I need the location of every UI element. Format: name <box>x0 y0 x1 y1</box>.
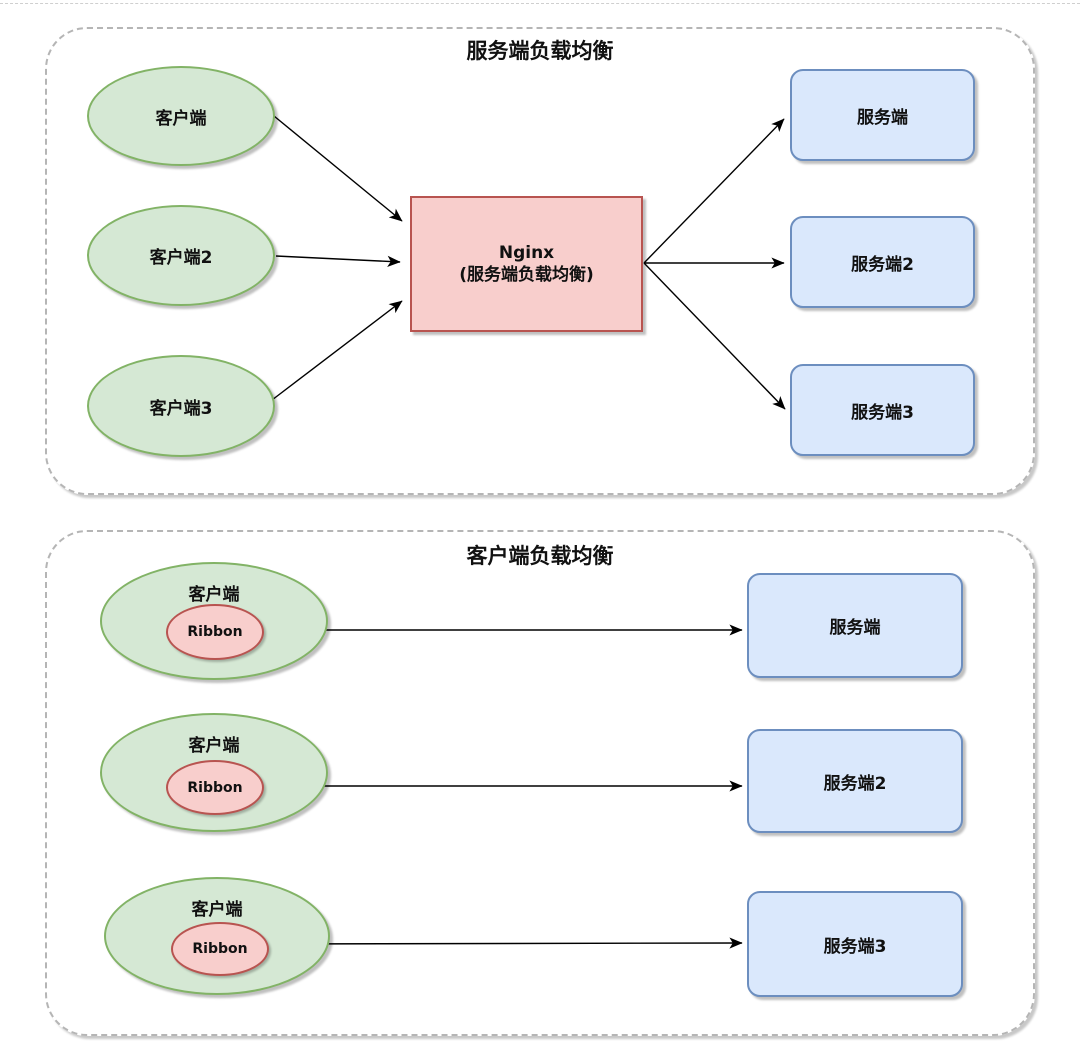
server-node-4: 服务端 <box>747 573 963 678</box>
ribbon-node-1: Ribbon <box>166 604 264 660</box>
nginx-label: Nginx (服务端负载均衡) <box>459 242 594 286</box>
server-lb-panel <box>45 27 1035 495</box>
client-ribbon-group-1: 客户端 Ribbon <box>100 562 328 680</box>
client-ribbon-group-3: 客户端 Ribbon <box>104 877 330 995</box>
client-label-3: 客户端 <box>191 900 243 920</box>
server-node-3: 服务端3 <box>790 364 975 456</box>
page-boundary-line <box>0 3 1080 4</box>
client-lb-panel <box>45 530 1035 1036</box>
server-lb-panel-title: 服务端负载均衡 <box>466 39 614 63</box>
server-node-5: 服务端2 <box>747 729 963 833</box>
server-node-1: 服务端 <box>790 69 975 161</box>
nginx-label-line2: (服务端负载均衡) <box>459 265 594 285</box>
server-node-2: 服务端2 <box>790 216 975 308</box>
client-node-2: 客户端2 <box>87 205 275 306</box>
client-label-2: 客户端 <box>188 736 240 756</box>
ribbon-node-3: Ribbon <box>171 922 269 976</box>
client-label-1: 客户端 <box>188 585 240 605</box>
nginx-node: Nginx (服务端负载均衡) <box>410 196 643 332</box>
client-node-1: 客户端 <box>87 66 275 166</box>
client-ribbon-group-2: 客户端 Ribbon <box>100 713 328 832</box>
client-node-3: 客户端3 <box>87 355 275 457</box>
nginx-label-line1: Nginx <box>498 242 555 263</box>
client-lb-panel-title: 客户端负载均衡 <box>466 544 614 568</box>
ribbon-node-2: Ribbon <box>166 760 264 815</box>
server-node-6: 服务端3 <box>747 891 963 997</box>
